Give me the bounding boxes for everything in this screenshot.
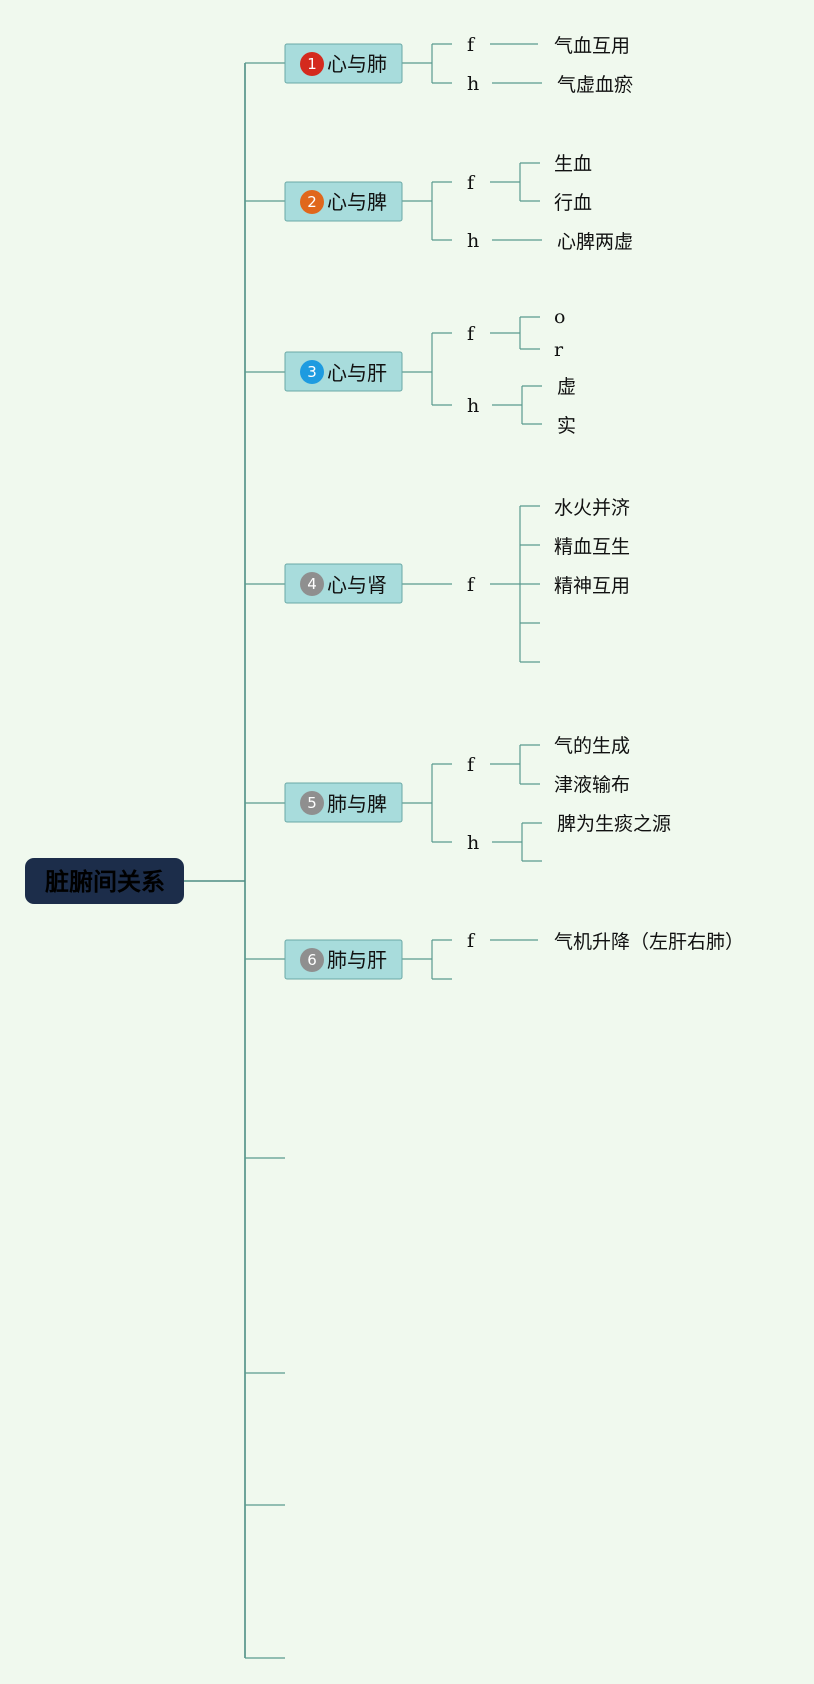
branch-4-leaf[interactable]: 精血互生 bbox=[554, 536, 630, 558]
root-node[interactable]: 脏腑间关系 bbox=[25, 858, 184, 904]
branch-2-node[interactable]: 2 心与脾 bbox=[284, 181, 403, 222]
badge-2-icon bbox=[300, 190, 324, 214]
branch-2-leaf[interactable]: 行血 bbox=[554, 192, 592, 214]
branch-5-leaf[interactable]: 津液输布 bbox=[554, 774, 630, 796]
branch-6-node[interactable]: 6 肺与肝 bbox=[284, 939, 403, 980]
badge-4-icon bbox=[300, 572, 324, 596]
branch-1-label: 心与肺 bbox=[327, 52, 387, 76]
branch-4-node[interactable]: 4 心与肾 bbox=[284, 563, 403, 604]
branch-2-sub-f[interactable]: f bbox=[467, 172, 476, 194]
branch-1-leaf[interactable]: 气虚血瘀 bbox=[557, 74, 633, 96]
badge-6-number: 6 bbox=[307, 951, 317, 969]
branch-1-node[interactable]: 1 心与肺 bbox=[284, 43, 403, 84]
badge-3-number: 3 bbox=[307, 363, 317, 381]
branch-1-sub-h[interactable]: h bbox=[467, 73, 479, 95]
branch-2-label: 心与脾 bbox=[327, 190, 387, 214]
badge-6-icon bbox=[300, 948, 324, 972]
branch-3-sub-h[interactable]: h bbox=[467, 395, 479, 417]
branch-5-sub-h[interactable]: h bbox=[467, 832, 479, 854]
badge-5-number: 5 bbox=[307, 794, 317, 812]
branch-1-leaf[interactable]: 气血互用 bbox=[554, 35, 630, 57]
branch-2-leaf[interactable]: 生血 bbox=[554, 153, 592, 175]
branch-6-sub-f[interactable]: f bbox=[467, 930, 476, 952]
branch-3-leaf[interactable]: o bbox=[554, 306, 565, 328]
branch-5-leaf[interactable]: 脾为生痰之源 bbox=[557, 813, 671, 835]
branch-4-leaf[interactable]: 精神互用 bbox=[554, 575, 630, 597]
branch-3-leaf[interactable]: r bbox=[554, 339, 564, 361]
badge-2-number: 2 bbox=[307, 193, 317, 211]
branch-6-leaf[interactable]: 气机升降（左肝右肺） bbox=[554, 931, 744, 953]
branch-5-sub-f[interactable]: f bbox=[467, 754, 476, 776]
branch-2-leaf[interactable]: 心脾两虚 bbox=[557, 231, 633, 253]
branch-6-label: 肺与肝 bbox=[327, 948, 387, 972]
badge-1-number: 1 bbox=[307, 55, 317, 73]
badge-5-icon bbox=[300, 791, 324, 815]
branch-3-leaf[interactable]: 虚 bbox=[557, 376, 576, 398]
branch-3-sub-f[interactable]: f bbox=[467, 323, 476, 345]
badge-4-number: 4 bbox=[307, 575, 317, 593]
branch-2-sub-h[interactable]: h bbox=[467, 230, 479, 252]
branch-4-sub-f[interactable]: f bbox=[467, 574, 476, 596]
branch-5-leaf[interactable]: 气的生成 bbox=[554, 735, 630, 757]
branch-3-leaf[interactable]: 实 bbox=[557, 415, 576, 437]
branch-4-leaf[interactable]: 水火并济 bbox=[554, 497, 630, 519]
branch-5-node[interactable]: 5 肺与脾 bbox=[284, 782, 403, 823]
branch-4-label: 心与肾 bbox=[327, 573, 387, 597]
badge-3-icon bbox=[300, 360, 324, 384]
badge-1-icon bbox=[300, 52, 324, 76]
branch-5-label: 肺与脾 bbox=[327, 792, 387, 816]
branch-3-node[interactable]: 3 心与肝 bbox=[284, 351, 403, 392]
branch-3-label: 心与肝 bbox=[327, 361, 387, 385]
root-label: 脏腑间关系 bbox=[45, 868, 165, 896]
branch-1-sub-f[interactable]: f bbox=[467, 34, 476, 56]
